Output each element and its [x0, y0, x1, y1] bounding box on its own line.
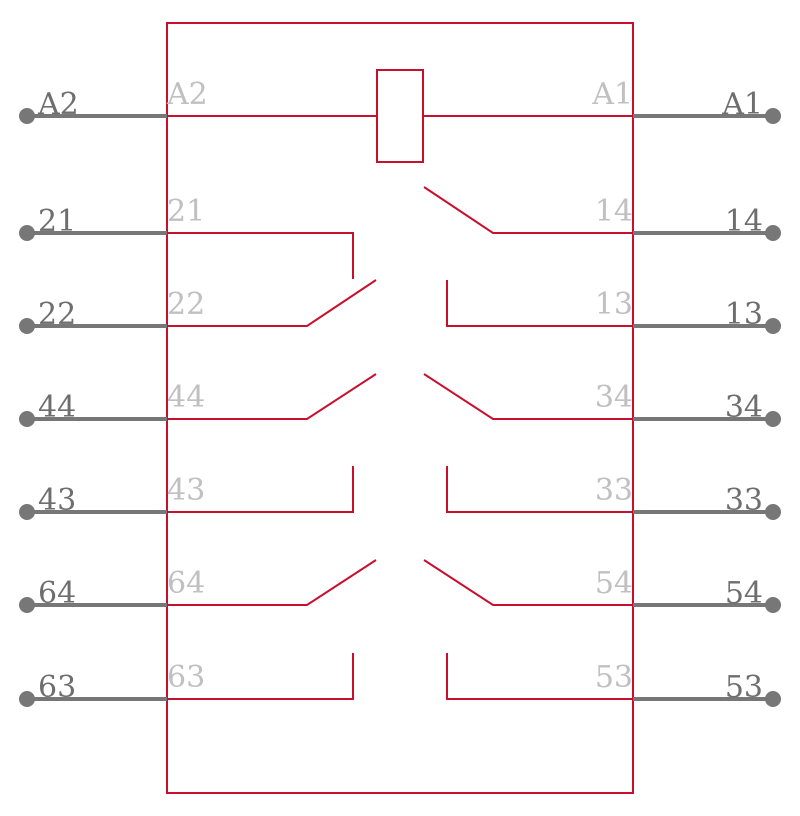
pin-left-64	[19, 597, 167, 613]
pin-label-outer: 22	[38, 297, 76, 332]
pin-endpoint	[765, 108, 781, 124]
contact-63-wire	[167, 653, 354, 700]
contact-63-64	[167, 559, 377, 700]
pin-label-outer: A2	[37, 87, 79, 122]
contact-43-wire	[167, 466, 354, 513]
right-pins	[633, 108, 781, 707]
pin-right-54	[633, 597, 781, 613]
pin-label-inner: 34	[595, 380, 633, 415]
pin-right-a1	[633, 108, 781, 124]
contact-44-wire	[167, 373, 377, 420]
pin-label-inner: 54	[595, 566, 633, 601]
pin-left-a2	[19, 108, 167, 124]
pin-label-inner: 13	[595, 287, 633, 322]
contact-33-wire	[446, 466, 633, 513]
pin-label-inner: 43	[167, 473, 205, 508]
right-outer-labels: A1 14 13 34 33 54 53	[721, 87, 763, 705]
pin-endpoint	[19, 411, 35, 427]
left-inner-labels: A2 21 22 44 43 64 63	[166, 77, 208, 695]
pin-endpoint	[765, 504, 781, 520]
contact-14-wire	[423, 186, 633, 234]
contact-53-54	[423, 559, 633, 700]
component-body	[166, 22, 634, 794]
left-pins	[19, 108, 167, 707]
relay-coil	[167, 69, 633, 163]
pin-left-63	[19, 691, 167, 707]
coil-rectangle	[376, 69, 424, 163]
contact-13-14	[423, 186, 633, 327]
contact-43-44	[167, 373, 377, 513]
pin-label-inner: 53	[595, 660, 633, 695]
pin-label-outer: 33	[725, 483, 763, 518]
pin-left-43	[19, 504, 167, 520]
pin-left-44	[19, 411, 167, 427]
pin-label-outer: 43	[38, 483, 76, 518]
contact-21-22	[167, 232, 377, 327]
pin-label-outer: 34	[725, 390, 763, 425]
right-inner-labels: A1 14 13 34 33 54 53	[591, 77, 633, 695]
contact-22-wire	[167, 279, 377, 327]
contact-33-34	[423, 373, 633, 513]
pin-right-53	[633, 691, 781, 707]
pin-label-outer: 44	[38, 390, 76, 425]
pin-left-21	[19, 225, 167, 241]
pin-right-33	[633, 504, 781, 520]
pin-label-inner: 33	[595, 473, 633, 508]
pin-endpoint	[765, 691, 781, 707]
pin-label-inner: A2	[166, 77, 208, 112]
pin-label-outer: 13	[725, 297, 763, 332]
pin-right-34	[633, 411, 781, 427]
pin-right-14	[633, 225, 781, 241]
pin-right-13	[633, 318, 781, 334]
pin-label-inner: 44	[167, 380, 205, 415]
contact-54-wire	[423, 559, 633, 606]
pin-label-outer: A1	[721, 87, 763, 122]
contact-53-wire	[446, 653, 633, 700]
contact-21-wire	[167, 232, 354, 279]
pin-endpoint	[19, 691, 35, 707]
contact-13-wire	[446, 280, 633, 327]
pin-label-inner: 63	[167, 660, 205, 695]
left-outer-labels: A2 21 22 44 43 64 63	[37, 87, 79, 705]
pin-endpoint	[765, 411, 781, 427]
contact-64-wire	[167, 559, 377, 606]
pin-label-outer: 53	[725, 670, 763, 705]
pin-endpoint	[19, 504, 35, 520]
pin-label-inner: 14	[595, 194, 633, 229]
pin-label-inner: A1	[591, 77, 633, 112]
pin-endpoint	[765, 318, 781, 334]
contact-34-wire	[423, 373, 633, 420]
pin-label-outer: 21	[38, 204, 76, 239]
pin-endpoint	[765, 597, 781, 613]
pin-label-inner: 64	[167, 566, 205, 601]
pin-label-inner: 22	[167, 287, 205, 322]
pin-label-outer: 54	[725, 576, 763, 611]
pin-label-inner: 21	[167, 194, 205, 229]
pin-left-22	[19, 318, 167, 334]
pin-endpoint	[19, 108, 35, 124]
pin-endpoint	[765, 225, 781, 241]
pin-endpoint	[19, 225, 35, 241]
pin-endpoint	[19, 597, 35, 613]
pin-label-outer: 63	[38, 670, 76, 705]
pin-endpoint	[19, 318, 35, 334]
pin-label-outer: 64	[38, 576, 76, 611]
pin-label-outer: 14	[725, 204, 763, 239]
